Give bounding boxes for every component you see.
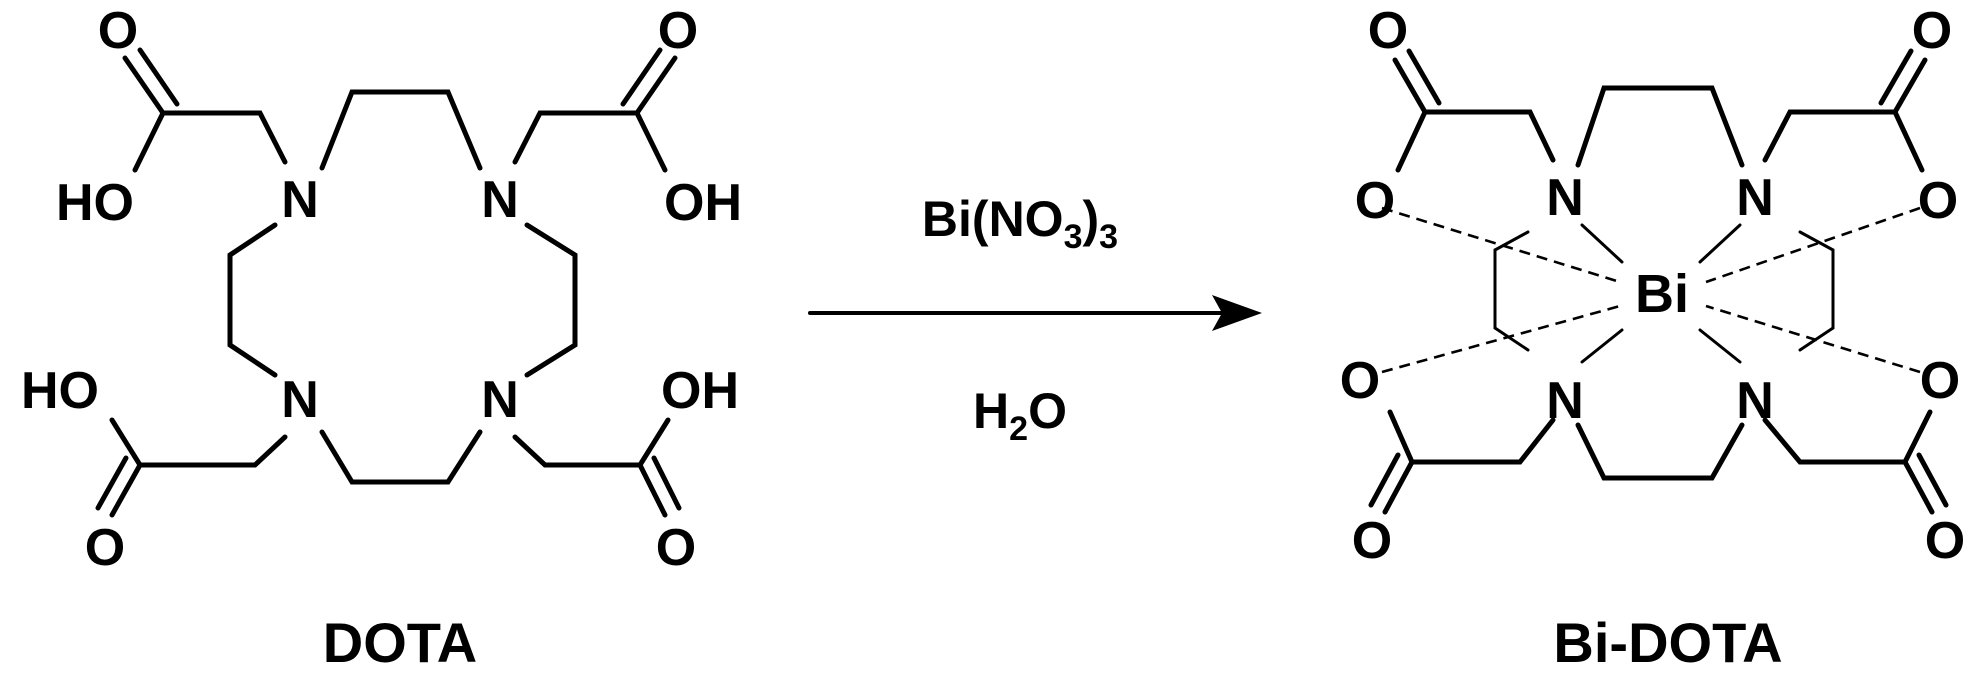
acetate-arm: [512, 417, 671, 468]
carbonyl-double-bond: [637, 462, 668, 518]
carbonyl-double-bond: [1878, 48, 1914, 106]
acetate-arm: [512, 110, 668, 173]
acetate-arm: [132, 110, 288, 173]
reactant-name: DOTA: [323, 611, 478, 673]
o-bi-coordination: [1381, 206, 1621, 284]
carbonyl-oxygen: O: [1368, 2, 1408, 60]
acetate-arm: [1762, 109, 1925, 173]
o-bi-coordination: [1705, 304, 1921, 374]
carbonyl-double-bond: [1368, 452, 1401, 508]
carbonyl-double-bond: [95, 455, 129, 511]
hydroxyl-group: OH: [661, 362, 739, 420]
carbonyl-double-bond: [634, 55, 678, 116]
ring-bond: [1798, 230, 1835, 252]
carbonyl-double-bond: [1406, 48, 1442, 106]
carbonyl-oxygen: O: [85, 519, 125, 577]
acetate-arm: [109, 417, 288, 468]
acetate-arm: [1762, 409, 1933, 465]
carbonyl-oxygen: O: [658, 2, 698, 60]
ring-bond: [524, 222, 578, 378]
hydroxyl-group: HO: [21, 362, 99, 420]
coordinating-oxygen: O: [1918, 172, 1958, 230]
ring-bond: [319, 89, 483, 171]
nitrogen-atom: N: [481, 371, 519, 429]
carbonyl-oxygen: O: [98, 2, 138, 60]
coordinating-oxygen: O: [1355, 172, 1395, 230]
carbonyl-oxygen: O: [656, 519, 696, 577]
nitrogen-atom: N: [1546, 372, 1584, 430]
arrow-head: [1212, 295, 1262, 331]
nitrogen-atom: N: [281, 171, 319, 229]
o-bi-coordination: [1381, 304, 1621, 374]
carbonyl-double-bond: [1916, 452, 1949, 508]
carbonyl-double-bond: [122, 55, 166, 116]
carbonyl-oxygen: O: [1352, 512, 1392, 570]
bismuth-atom: Bi: [1635, 264, 1689, 324]
ring-bond: [1575, 422, 1745, 481]
carbonyl-double-bond: [109, 462, 143, 518]
carbonyl-double-bond: [620, 47, 663, 107]
nitrogen-atom: N: [481, 171, 519, 229]
o-bi-coordination: [1705, 206, 1921, 284]
nitrogen-atom: N: [1736, 372, 1774, 430]
acetate-arm: [1387, 409, 1556, 465]
reaction-arrow: [808, 295, 1262, 331]
nitrogen-atom: N: [1736, 169, 1774, 227]
carbonyl-double-bond: [1392, 57, 1428, 115]
coordinating-oxygen: O: [1920, 352, 1960, 410]
ring-bond: [1493, 230, 1530, 252]
hydroxyl-group: OH: [664, 174, 742, 232]
coordinating-oxygen: O: [1340, 352, 1380, 410]
ring-bond: [319, 429, 483, 485]
carbonyl-double-bond: [137, 47, 180, 107]
n-bi-bond: [1580, 223, 1742, 364]
carbonyl-double-bond: [651, 455, 682, 511]
nitrogen-atom: N: [1546, 169, 1584, 227]
carbonyl-oxygen: O: [1925, 512, 1965, 570]
carbonyl-double-bond: [1892, 57, 1928, 115]
bi-dota-structure: N N N N Bi O O O O O O O O Bi-DOTA: [1340, 2, 1965, 673]
ring-bond: [1493, 326, 1530, 352]
hydroxyl-group: HO: [56, 174, 134, 232]
reagent-label: Bi(NO3)3: [922, 191, 1118, 256]
ring-bond: [1575, 85, 1745, 168]
dota-structure: N N N N O O O O HO OH HO OH DOTA: [21, 2, 742, 673]
carbonyl-oxygen: O: [1912, 2, 1952, 60]
nitrogen-atom: N: [281, 371, 319, 429]
carbonyl-double-bond: [1382, 459, 1415, 515]
acetate-arm: [1395, 109, 1556, 173]
product-name: Bi-DOTA: [1553, 611, 1782, 673]
solvent-label: H2O: [973, 383, 1067, 448]
carbonyl-double-bond: [1902, 459, 1935, 515]
ring-bond: [227, 222, 278, 378]
